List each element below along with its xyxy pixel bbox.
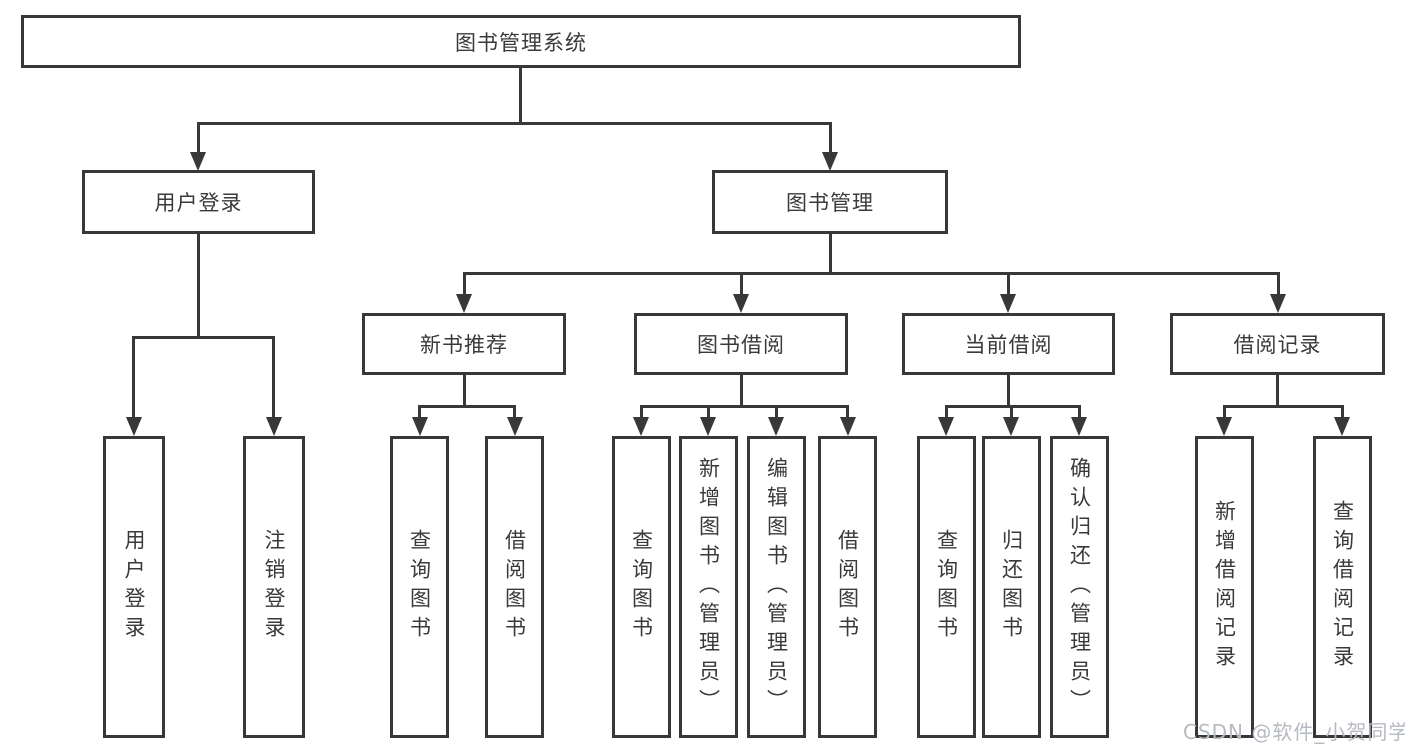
leaf-query-books-recommend: 查询图书 xyxy=(390,436,449,738)
leaf-logout: 注销登录 xyxy=(243,436,305,738)
connector-hline xyxy=(197,122,832,125)
arrow-down-icon xyxy=(412,417,428,436)
arrow-down-icon xyxy=(126,417,142,436)
connector-vline xyxy=(945,405,948,419)
arrow-down-icon xyxy=(1216,417,1232,436)
connector-vline xyxy=(1007,375,1010,408)
leaf-query-books-current: 查询图书 xyxy=(917,436,976,738)
connector-vline xyxy=(272,336,275,418)
node-root: 图书管理系统 xyxy=(21,15,1021,68)
connector-hline xyxy=(132,336,275,339)
leaf-user-login: 用户登录 xyxy=(103,436,165,738)
connector-vline xyxy=(740,272,743,296)
arrow-down-icon xyxy=(822,152,838,171)
node-book-management: 图书管理 xyxy=(712,170,948,234)
connector-vline xyxy=(197,234,200,339)
connector-vline xyxy=(1223,405,1226,419)
arrow-down-icon xyxy=(507,417,523,436)
leaf-add-borrow-record: 新增借阅记录 xyxy=(1195,436,1254,738)
arrow-down-icon xyxy=(700,417,716,436)
arrow-down-icon xyxy=(938,417,954,436)
connector-vline xyxy=(519,68,522,125)
connector-hline xyxy=(463,272,1280,275)
connector-hline xyxy=(640,405,849,408)
connector-vline xyxy=(829,122,832,157)
connector-vline xyxy=(1277,272,1280,296)
leaf-query-borrow-record: 查询借阅记录 xyxy=(1313,436,1372,738)
connector-vline xyxy=(1010,405,1013,419)
arrow-down-icon xyxy=(456,294,472,313)
connector-vline xyxy=(463,375,466,408)
leaf-edit-book-admin: 编辑图书（管理员） xyxy=(747,436,806,738)
connector-vline xyxy=(640,405,643,419)
arrow-down-icon xyxy=(1000,294,1016,313)
connector-hline xyxy=(945,405,1081,408)
arrow-down-icon xyxy=(633,417,649,436)
connector-vline xyxy=(775,405,778,419)
leaf-confirm-return-admin: 确认归还（管理员） xyxy=(1050,436,1109,738)
connector-hline xyxy=(1223,405,1344,408)
connector-vline xyxy=(707,405,710,419)
arrow-down-icon xyxy=(190,152,206,171)
connector-vline xyxy=(1007,272,1010,296)
connector-vline xyxy=(1276,375,1279,408)
connector-vline xyxy=(418,405,421,419)
watermark-text: CSDN @软件_小贺同学 xyxy=(1183,720,1405,744)
connector-vline xyxy=(132,336,135,418)
arrow-down-icon xyxy=(1334,417,1350,436)
arrow-down-icon xyxy=(1071,417,1087,436)
leaf-return-book: 归还图书 xyxy=(982,436,1041,738)
connector-vline xyxy=(829,234,832,275)
arrow-down-icon xyxy=(768,417,784,436)
connector-vline xyxy=(197,122,200,157)
leaf-borrow-books-recommend: 借阅图书 xyxy=(485,436,544,738)
connector-vline xyxy=(463,272,466,296)
arrow-down-icon xyxy=(840,417,856,436)
node-borrow-records: 借阅记录 xyxy=(1170,313,1385,375)
node-new-book-recommend: 新书推荐 xyxy=(362,313,566,375)
leaf-borrow-books: 借阅图书 xyxy=(818,436,877,738)
node-book-borrow: 图书借阅 xyxy=(634,313,848,375)
connector-vline xyxy=(1341,405,1344,419)
leaf-add-book-admin: 新增图书（管理员） xyxy=(679,436,738,738)
connector-vline xyxy=(740,375,743,408)
arrow-down-icon xyxy=(1270,294,1286,313)
arrow-down-icon xyxy=(1003,417,1019,436)
arrow-down-icon xyxy=(266,417,282,436)
node-user-login: 用户登录 xyxy=(82,170,315,234)
arrow-down-icon xyxy=(733,294,749,313)
leaf-query-books-borrow: 查询图书 xyxy=(612,436,671,738)
connector-vline xyxy=(1078,405,1081,419)
connector-vline xyxy=(513,405,516,419)
node-current-borrow: 当前借阅 xyxy=(902,313,1115,375)
connector-vline xyxy=(846,405,849,419)
connector-hline xyxy=(418,405,516,408)
